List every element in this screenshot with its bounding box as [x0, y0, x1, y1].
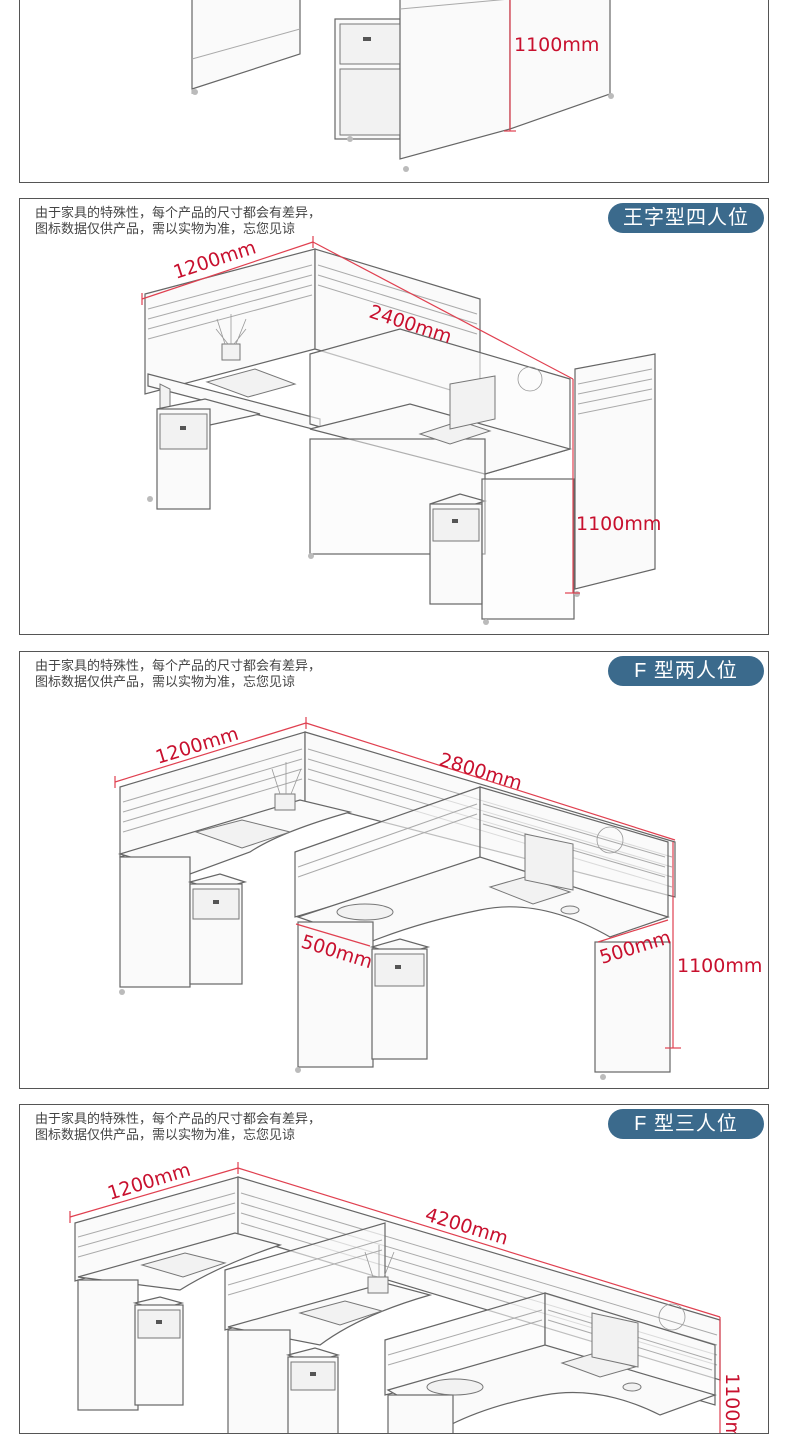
- depth-dimension-line: [141, 241, 314, 300]
- left-return-dimension-line: [295, 923, 371, 947]
- disclaimer-note: 由于家具的特殊性，每个产品的尺寸都会有差异， 图标数据仅供产品，需以实物为准，忘…: [35, 658, 321, 690]
- depth-dimension-line: [114, 722, 307, 783]
- product-type-badge: 王字型四人位: [608, 203, 764, 233]
- height-dimension-label: 1100mm: [677, 955, 762, 977]
- product-panel-f-3-seat: 由于家具的特殊性，每个产品的尺寸都会有差异， 图标数据仅供产品，需以实物为准，忘…: [19, 1104, 769, 1434]
- length-dimension-line: [237, 1167, 721, 1318]
- length-dimension-line: [312, 241, 574, 380]
- product-panel-f-2-seat: 由于家具的特殊性，每个产品的尺寸都会有差异， 图标数据仅供产品，需以实物为准，忘…: [19, 651, 769, 1089]
- height-dimension-label: 1100mm: [514, 34, 599, 56]
- disclaimer-line-1: 由于家具的特殊性，每个产品的尺寸都会有差异，: [35, 205, 322, 220]
- height-dimension-label: 1100mm: [721, 1373, 743, 1434]
- disclaimer-line-2: 图标数据仅供产品，需以实物为准，忘您见谅: [35, 1127, 296, 1142]
- length-dimension-line: [305, 722, 676, 841]
- workstation-illustration: 1200mm 2400mm 1100mm: [141, 236, 661, 625]
- product-panel-top: 1100mm: [19, 0, 769, 183]
- product-panel-4-seat: 由于家具的特殊性，每个产品的尺寸都会有差异， 图标数据仅供产品，需以实物为准，忘…: [19, 198, 769, 635]
- workstation-illustration: 1200mm 4200mm 1100mm: [69, 1159, 743, 1434]
- depth-dimension-line: [69, 1167, 239, 1218]
- disclaimer-line-2: 图标数据仅供产品，需以实物为准，忘您见谅: [35, 221, 296, 236]
- height-dimension-label: 1100mm: [576, 513, 661, 535]
- workstation-illustration: 1200mm 2800mm 500mm 500mm 1100mm: [114, 717, 762, 1080]
- disclaimer-note: 由于家具的特殊性，每个产品的尺寸都会有差异， 图标数据仅供产品，需以实物为准，忘…: [35, 205, 321, 237]
- disclaimer-line-1: 由于家具的特殊性，每个产品的尺寸都会有差异，: [35, 1111, 322, 1126]
- disclaimer-line-2: 图标数据仅供产品，需以实物为准，忘您见谅: [35, 674, 296, 689]
- product-type-badge: F 型三人位: [608, 1109, 764, 1139]
- disclaimer-note: 由于家具的特殊性，每个产品的尺寸都会有差异， 图标数据仅供产品，需以实物为准，忘…: [35, 1111, 321, 1143]
- right-return-dimension-line: [597, 919, 669, 943]
- disclaimer-line-1: 由于家具的特殊性，每个产品的尺寸都会有差异，: [35, 658, 322, 673]
- workstation-illustration: 1100mm: [191, 0, 614, 172]
- product-type-badge: F 型两人位: [608, 656, 764, 686]
